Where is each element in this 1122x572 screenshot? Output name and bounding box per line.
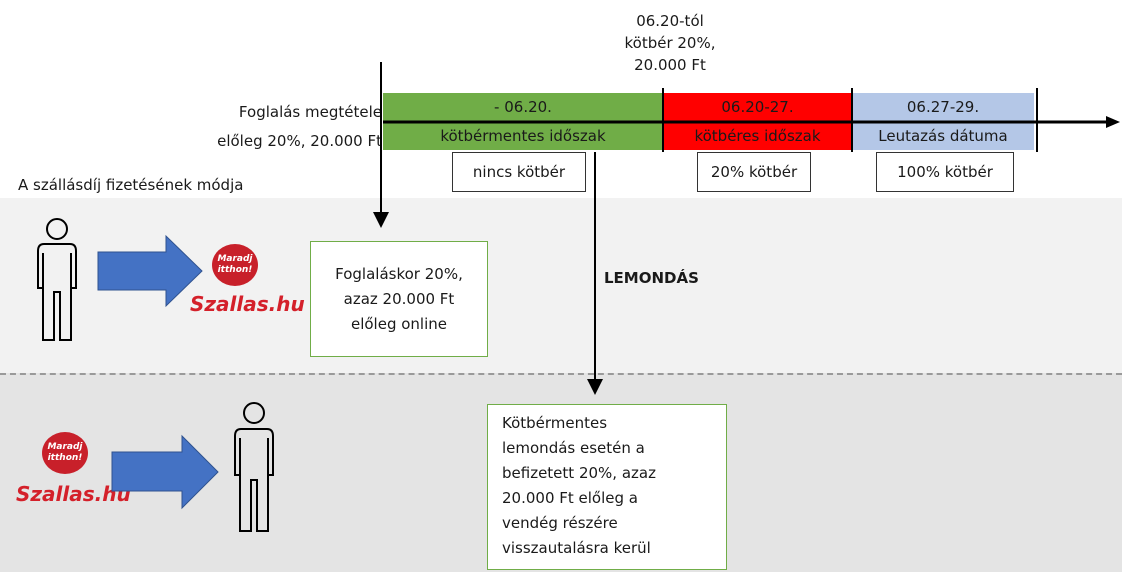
payment-method-title: A szállásdíj fizetésének módja [18,176,244,194]
refund-direction-arrow [111,434,219,510]
penalty-box-20: 20% kötbér [697,152,811,192]
penalty-start-note: 06.20-tól kötbér 20%, 20.000 Ft [624,12,716,74]
penalty-box-100: 100% kötbér [876,152,1014,192]
timeline-arrowhead [1106,116,1120,128]
maradj-itthon-bubble: Maradj itthon! [42,432,88,474]
szallas-wordmark: Szallas.hu [190,292,305,316]
maradj-itthon-bubble: Maradj itthon! [212,244,258,286]
szallas-logo-bottom: Maradj itthon! Szallas.hu [16,432,131,506]
szallas-logo-top: Maradj itthon! Szallas.hu [190,244,305,316]
booking-label: Foglalás megtétele előleg 20%, 20.000 Ft [217,103,382,150]
refund-box: Kötbérmentes lemondás esetén a befizetet… [487,404,727,570]
deposit-box: Foglaláskor 20%, azaz 20.000 Ft előleg o… [310,241,488,357]
penalty-box-none: nincs kötbér [452,152,586,192]
cancel-label: LEMONDÁS [604,269,699,287]
payment-direction-arrow [97,234,203,308]
guest-person-icon [234,402,274,532]
guest-person-icon [37,218,77,341]
